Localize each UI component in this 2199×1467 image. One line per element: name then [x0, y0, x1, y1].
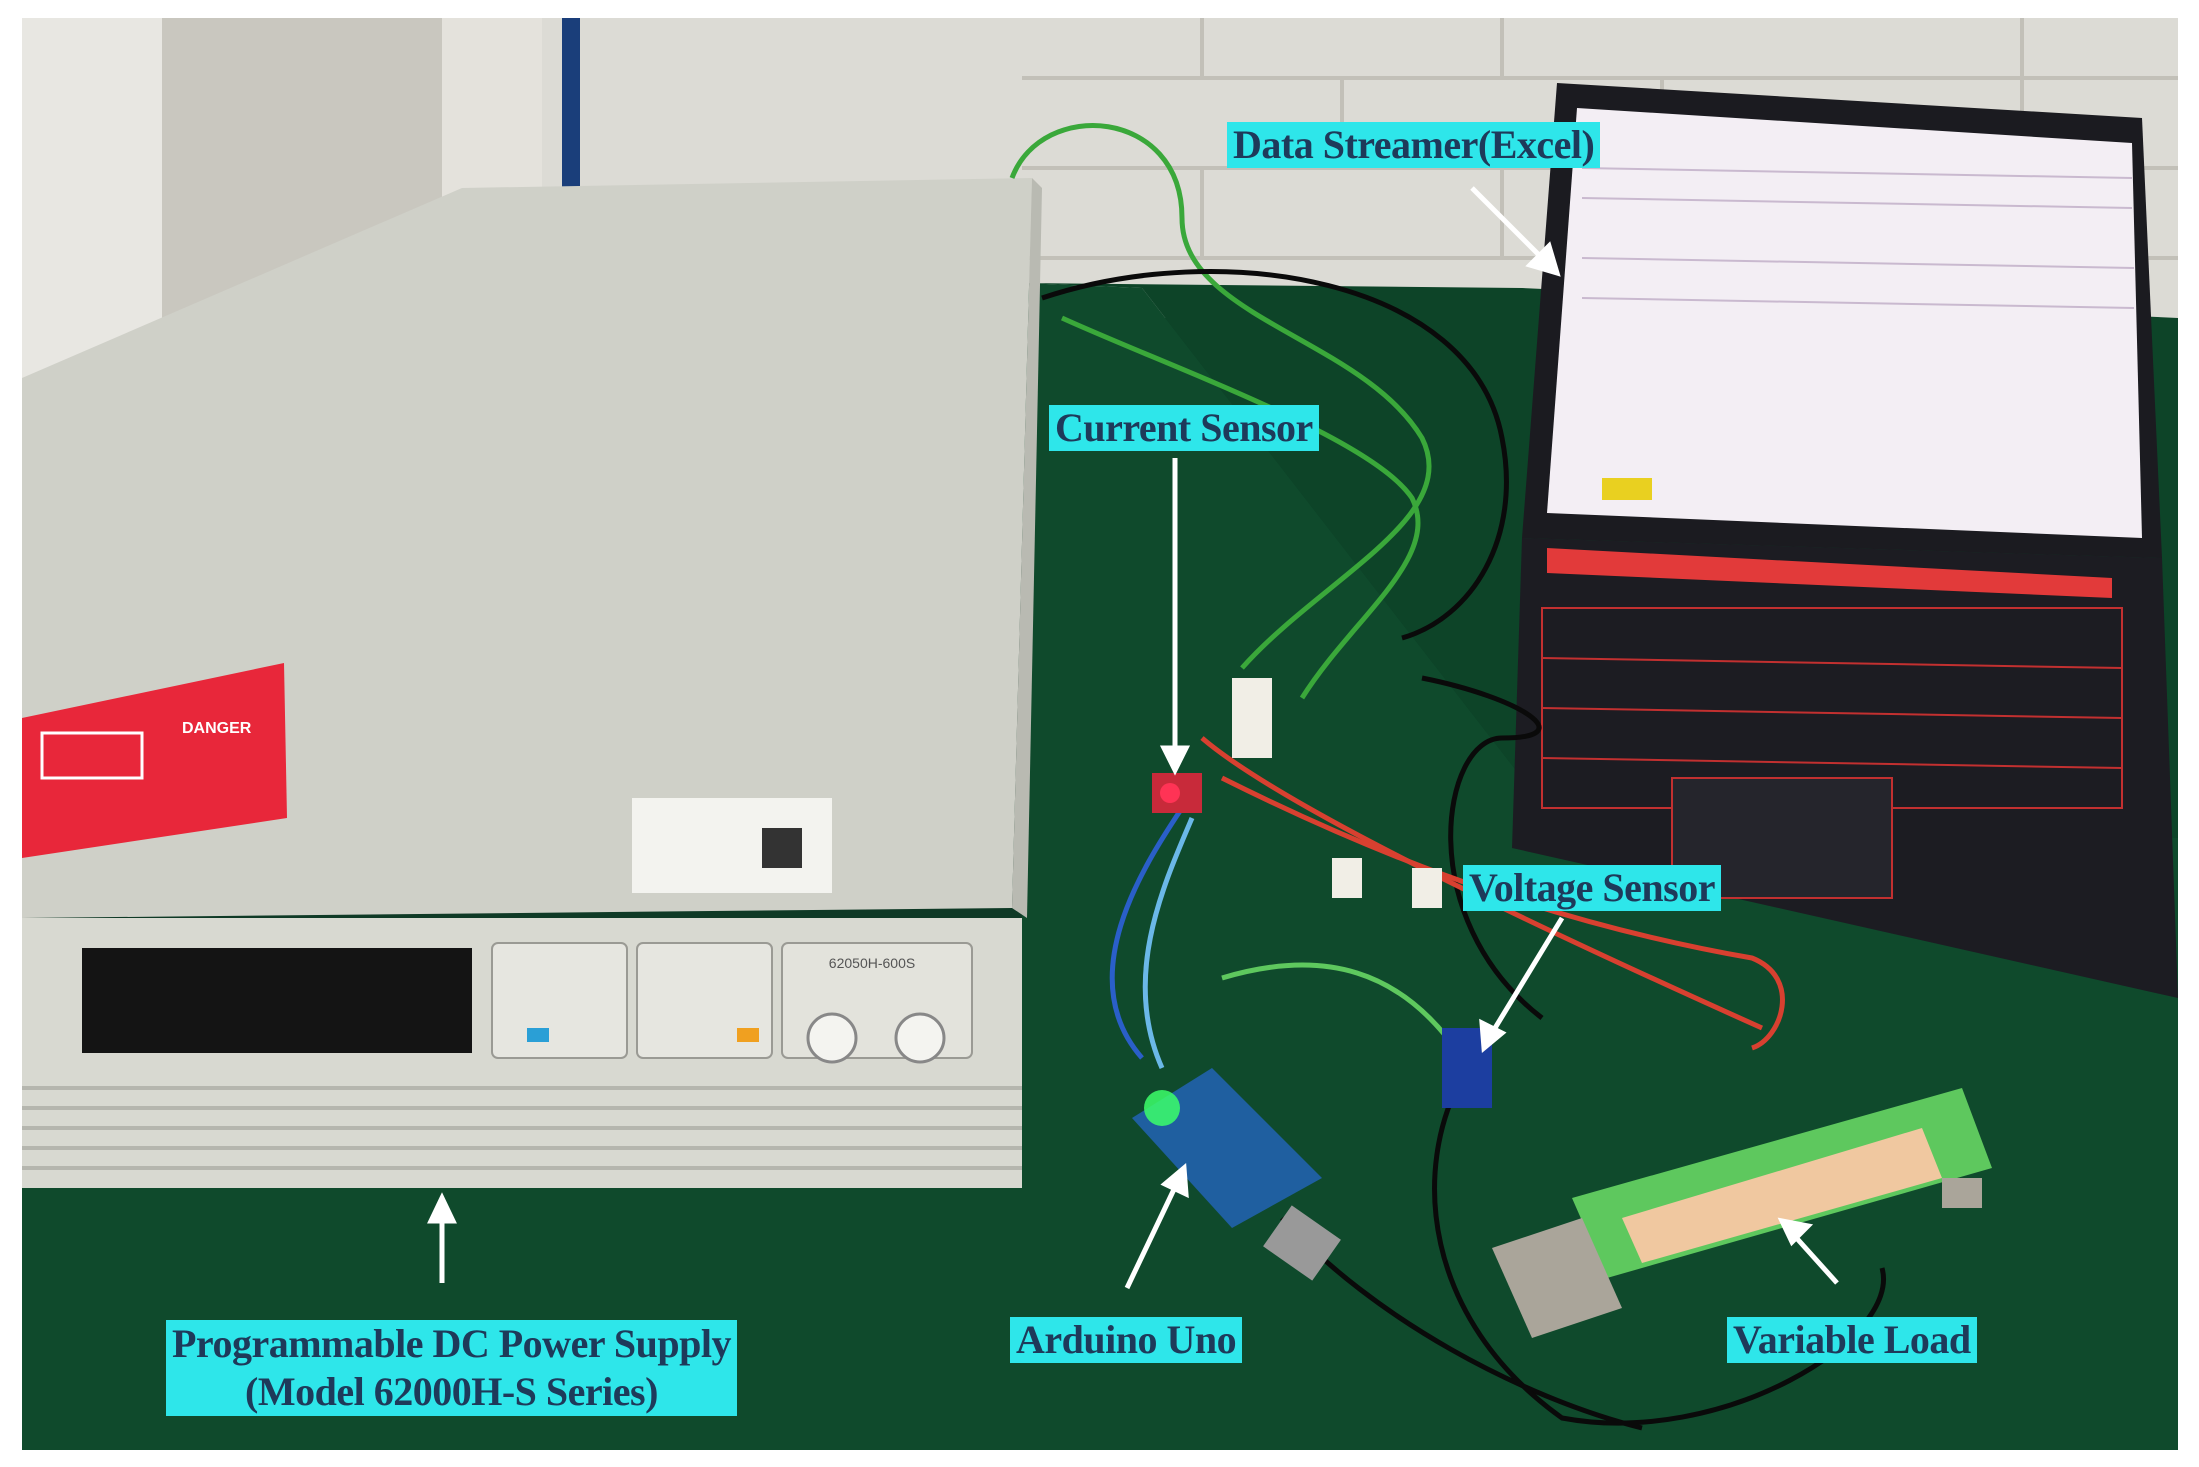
laptop-sticker — [1602, 478, 1652, 500]
terminal-block-3 — [1412, 868, 1442, 908]
terminal-block-2 — [1332, 858, 1362, 898]
orange-key — [737, 1028, 759, 1042]
label-arduino-uno: Arduino Uno — [1010, 1317, 1243, 1363]
warning-pictogram — [40, 731, 144, 780]
resistor-winding — [1622, 1128, 1942, 1263]
cables — [1009, 123, 1886, 1431]
label-voltage-sensor: Voltage Sensor — [1463, 865, 1721, 911]
front-vent-slats — [22, 1086, 1022, 1170]
label-current-sensor: Current Sensor — [1049, 405, 1319, 451]
laptop-screen-excel — [1547, 108, 2142, 538]
lab-photo: 62050H-600S DANGER — [22, 18, 2178, 1450]
power-supply-display — [82, 948, 472, 1053]
excel-grid-lines — [1581, 167, 2135, 309]
resistor-bracket — [1492, 1218, 1622, 1338]
blue-key — [527, 1028, 549, 1042]
qr-code — [762, 828, 802, 868]
laptop-red-hinge — [1547, 548, 2112, 598]
resistor-foot — [1942, 1178, 1982, 1208]
current-knob — [894, 1012, 946, 1064]
danger-text: DANGER — [182, 720, 252, 737]
lab-setup-scene: 62050H-600S DANGER — [22, 18, 2178, 1450]
label-power-supply-line1: Programmable DC Power Supply — [172, 1321, 731, 1366]
label-power-supply-line2: (Model 62000H-S Series) — [245, 1369, 658, 1414]
function-keypad — [491, 942, 628, 1059]
current-sensor-led — [1160, 783, 1180, 803]
danger-sticker — [22, 663, 287, 858]
terminal-block — [1232, 678, 1272, 758]
usb-connector — [1263, 1205, 1341, 1281]
label-power-supply: Programmable DC Power Supply (Model 6200… — [166, 1320, 737, 1416]
model-number-text: 62050H-600S — [829, 955, 915, 971]
voltage-knob — [806, 1012, 858, 1064]
callout-arrows — [427, 186, 1839, 1290]
power-supply-side — [1012, 178, 1042, 918]
label-variable-load: Variable Load — [1727, 1317, 1977, 1363]
arduino-led-glow — [1144, 1090, 1180, 1126]
label-data-streamer: Data Streamer(Excel) — [1227, 122, 1601, 168]
